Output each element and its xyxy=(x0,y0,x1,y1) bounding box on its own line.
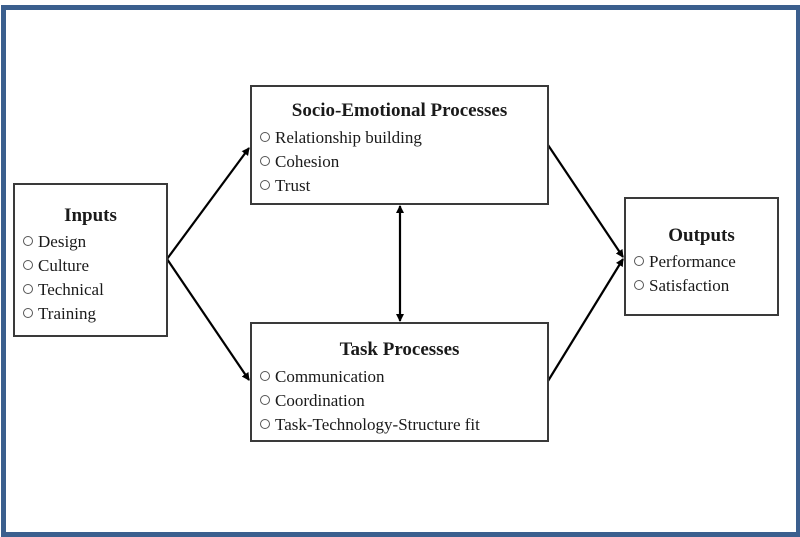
circle-bullet-icon xyxy=(23,284,33,294)
inputs-list: Design Culture Technical Training xyxy=(23,230,166,326)
circle-bullet-icon xyxy=(260,419,270,429)
circle-bullet-icon xyxy=(23,308,33,318)
list-item: Communication xyxy=(260,365,547,389)
list-item-label: Relationship building xyxy=(275,128,422,147)
list-item: Relationship building xyxy=(260,126,547,150)
list-item-label: Task-Technology-Structure fit xyxy=(275,415,480,434)
circle-bullet-icon xyxy=(260,180,270,190)
circle-bullet-icon xyxy=(634,280,644,290)
list-item-label: Technical xyxy=(38,280,104,299)
list-item: Trust xyxy=(260,174,547,198)
outputs-title: Outputs xyxy=(668,225,735,246)
task-processes-list: Communication Coordination Task-Technolo… xyxy=(260,365,547,437)
list-item: Cohesion xyxy=(260,150,547,174)
list-item: Performance xyxy=(634,250,777,274)
outputs-list: Performance Satisfaction xyxy=(634,250,777,298)
list-item-label: Performance xyxy=(649,252,736,271)
list-item-label: Cohesion xyxy=(275,152,340,171)
list-item-label: Training xyxy=(38,304,96,323)
circle-bullet-icon xyxy=(23,260,33,270)
list-item-label: Culture xyxy=(38,256,89,275)
circle-bullet-icon xyxy=(634,256,644,266)
list-item: Technical xyxy=(23,278,166,302)
outputs-box: Outputs Performance Satisfaction xyxy=(624,197,779,316)
inputs-title: Inputs xyxy=(64,205,117,226)
circle-bullet-icon xyxy=(260,371,270,381)
inputs-box: Inputs Design Culture Technical Training xyxy=(13,183,168,337)
socio-emotional-box: Socio-Emotional Processes Relationship b… xyxy=(250,85,549,205)
list-item: Task-Technology-Structure fit xyxy=(260,413,547,437)
list-item: Training xyxy=(23,302,166,326)
task-processes-title: Task Processes xyxy=(339,339,460,360)
list-item: Coordination xyxy=(260,389,547,413)
circle-bullet-icon xyxy=(23,236,33,246)
list-item-label: Design xyxy=(38,232,87,251)
list-item-label: Communication xyxy=(275,367,385,386)
list-item-label: Trust xyxy=(275,176,311,195)
circle-bullet-icon xyxy=(260,156,270,166)
list-item-label: Coordination xyxy=(275,391,365,410)
circle-bullet-icon xyxy=(260,395,270,405)
socio-emotional-title: Socio-Emotional Processes xyxy=(291,100,508,121)
socio-emotional-list: Relationship building Cohesion Trust xyxy=(260,126,547,198)
list-item-label: Satisfaction xyxy=(649,276,730,295)
list-item: Design xyxy=(23,230,166,254)
task-processes-box: Task Processes Communication Coordinatio… xyxy=(250,322,549,442)
circle-bullet-icon xyxy=(260,132,270,142)
list-item: Satisfaction xyxy=(634,274,777,298)
list-item: Culture xyxy=(23,254,166,278)
